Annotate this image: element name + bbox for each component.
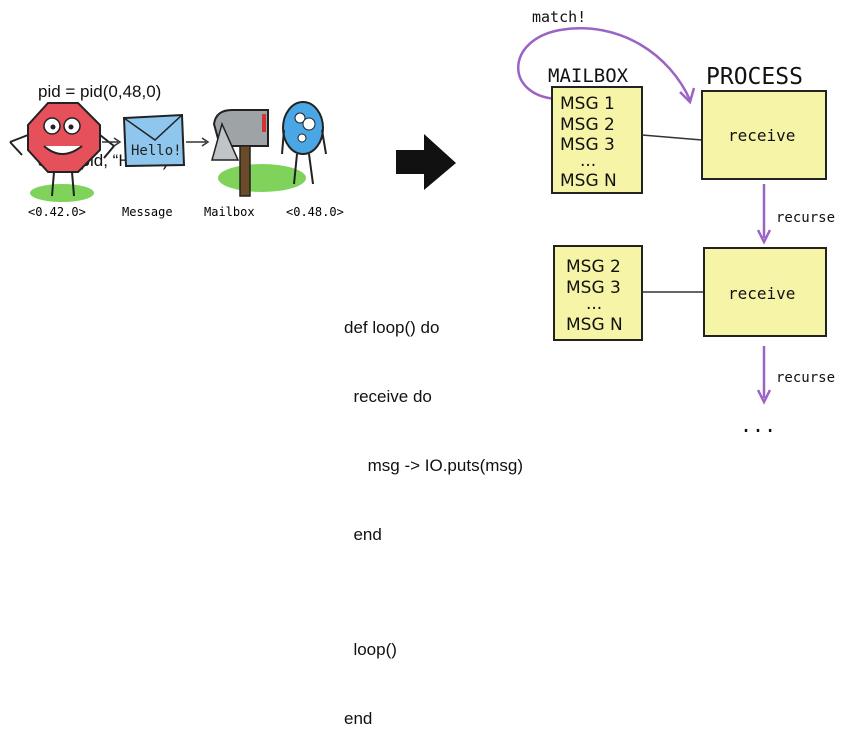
receive-label-bottom: receive	[728, 284, 795, 303]
loop-code-line: def loop() do	[344, 318, 440, 337]
continuation-ellipsis: ...	[740, 413, 776, 437]
process-title: PROCESS	[706, 64, 803, 90]
match-label: match!	[532, 8, 586, 26]
mailbox-top-item: MSG 2	[560, 115, 615, 135]
mailbox-list-top: MSG 1 MSG 2 MSG 3 ... MSG N	[560, 94, 617, 191]
receive-label-top: receive	[728, 126, 795, 145]
loop-code-line: end	[344, 525, 382, 544]
mailbox-top-item: MSG N	[560, 171, 617, 191]
mailbox-top-item: ...	[580, 151, 596, 171]
loop-code-line: end	[344, 709, 373, 728]
transition-arrow	[396, 134, 456, 190]
mailbox-top-item: MSG 1	[560, 94, 615, 114]
recurse-label-2: recurse	[776, 370, 835, 386]
envelope-text: Hello!	[131, 143, 182, 159]
mailbox-note-top	[551, 86, 643, 194]
mailbox-bottom-item: MSG N	[566, 315, 623, 335]
process-box-top	[701, 90, 827, 180]
send-code-line-1: pid = pid(0,48,0)	[38, 82, 162, 101]
mailbox-bottom-item: MSG 2	[566, 257, 621, 277]
message-caption: Message	[122, 205, 173, 219]
recurse-label-1: recurse	[776, 210, 835, 226]
loop-code-line: loop()	[344, 640, 397, 659]
mailbox-bottom-item: MSG 3	[566, 278, 621, 298]
loop-code-line: receive do	[344, 387, 432, 406]
mailbox-process-diagram: match! MAILBOX PROCESS MSG 1 MSG 2 MSG 3…	[517, 8, 835, 437]
mailbox-icon	[211, 109, 269, 197]
mailbox-note-bottom	[553, 245, 643, 341]
mailbox-title: MAILBOX	[548, 65, 629, 87]
receiver-pid-label: <0.48.0>	[286, 205, 344, 219]
loop-code: def loop() do receive do msg -> IO.puts(…	[344, 270, 523, 753]
mailbox-top-item: MSG 3	[560, 135, 615, 155]
mailbox-bottom-item: ...	[586, 294, 602, 314]
receiver-character	[281, 101, 327, 185]
process-box-bottom	[703, 247, 827, 337]
sender-pid-label: <0.42.0>	[28, 205, 86, 219]
sender-grass	[30, 184, 94, 202]
mailbox-caption: Mailbox	[204, 205, 255, 219]
match-arrow	[517, 27, 692, 101]
send-illustration: Hello! <0.42.0> Message Mailbox <0.48.0>	[9, 101, 456, 219]
mailbox-list-bottom: MSG 2 MSG 3 ... MSG N	[566, 257, 623, 335]
loop-code-line: msg -> IO.puts(msg)	[344, 456, 524, 475]
envelope-icon: Hello!	[122, 113, 186, 168]
